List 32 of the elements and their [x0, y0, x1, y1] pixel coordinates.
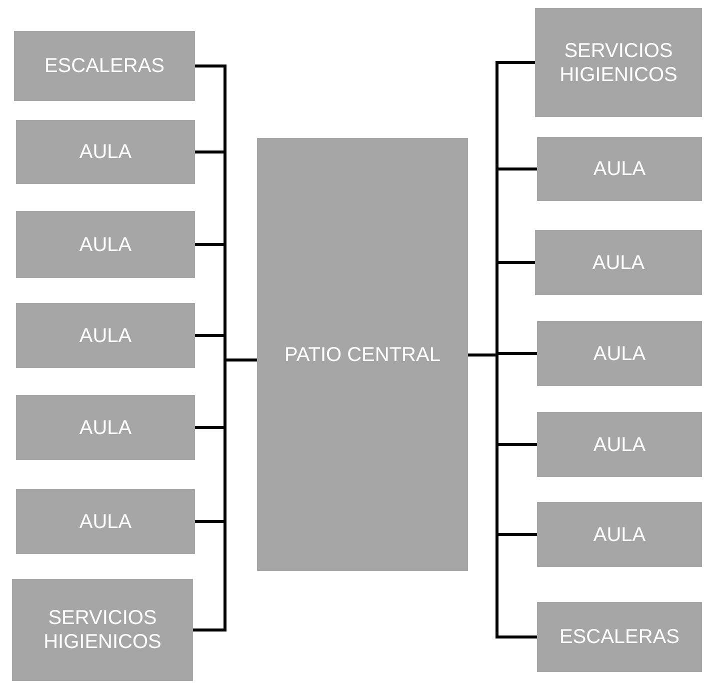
room-box [537, 502, 702, 567]
room-label: AULA [79, 232, 132, 256]
connector-line [193, 358, 257, 632]
room-label: AULA [592, 250, 645, 274]
room-box [16, 211, 195, 278]
room-box [14, 31, 195, 101]
room-box [537, 602, 702, 672]
room-box [537, 412, 702, 477]
room-label: AULA [593, 342, 646, 366]
room-box [535, 230, 702, 295]
room-label: SERVICIOS HIGIENICOS [42, 606, 162, 654]
room-box [537, 137, 702, 201]
room-box [257, 138, 468, 571]
room-label: AULA [593, 157, 646, 181]
room-label: AULA [79, 324, 132, 348]
room-label: SERVICIOS HIGIENICOS [558, 38, 678, 86]
room-label: AULA [79, 416, 132, 440]
room-box [16, 395, 195, 460]
room-box [535, 8, 702, 117]
connector-line [468, 354, 537, 638]
room-label: AULA [79, 510, 132, 534]
room-box [537, 321, 702, 386]
room-label: AULA [593, 522, 646, 546]
room-box [16, 489, 195, 554]
room-label: ESCALERAS [559, 625, 680, 649]
room-label: ESCALERAS [44, 54, 165, 78]
room-label: AULA [79, 140, 132, 164]
room-box [12, 579, 193, 681]
room-label: AULA [593, 432, 646, 456]
room-label: PATIO CENTRAL [284, 342, 440, 366]
room-box [16, 120, 195, 184]
room-box [16, 303, 195, 368]
